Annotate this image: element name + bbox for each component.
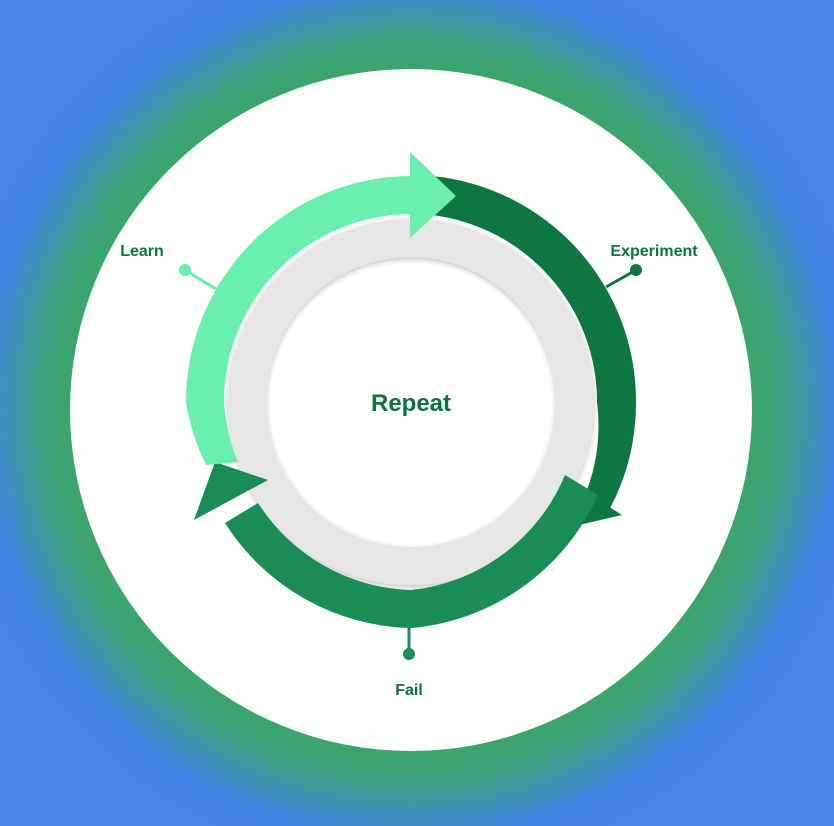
learn-connector — [179, 264, 217, 291]
learn-label: Learn — [120, 243, 164, 260]
experiment-label: Experiment — [610, 243, 698, 260]
fail-arrow — [194, 462, 598, 628]
fail-label: Fail — [395, 682, 423, 699]
experiment-connector — [605, 264, 642, 289]
inner-gray-ring — [228, 219, 594, 585]
learn-arrow — [186, 152, 456, 465]
white-disc — [70, 69, 752, 751]
center-label: Repeat — [371, 390, 451, 417]
fail-connector — [403, 622, 415, 660]
